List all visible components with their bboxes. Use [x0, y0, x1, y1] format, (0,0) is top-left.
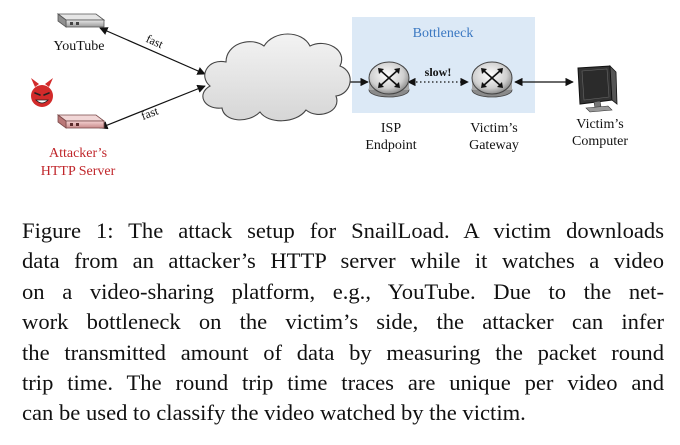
- computer-icon: [577, 64, 618, 113]
- internet-cloud-icon: [202, 33, 351, 122]
- gateway-router-icon: [471, 61, 513, 98]
- gateway-label-line1: Victim’s: [470, 121, 517, 136]
- bottleneck-label: Bottleneck: [413, 26, 474, 41]
- computer-label-line2: Computer: [572, 134, 628, 149]
- network-diagram: Bottleneck fast fast slow! YouTube Attac…: [31, 13, 628, 179]
- caption-line: on a video-sharing platform, e.g., YouTu…: [22, 278, 664, 304]
- computer-label-line1: Victim’s: [576, 117, 623, 132]
- attacker-internet-arrow: [99, 84, 206, 130]
- youtube-internet-arrow: [99, 27, 206, 75]
- caption-line: data from an attacker’s HTTP server whil…: [22, 248, 664, 274]
- attacker-server-icon: [56, 114, 106, 129]
- youtube-label: YouTube: [54, 39, 105, 54]
- edge-label-slow: slow!: [425, 65, 452, 79]
- isp-label-line2: Endpoint: [365, 138, 416, 153]
- figure-caption: Figure 1: The attack setup for SnailLoad…: [22, 216, 664, 429]
- caption-line: can be used to classify the video watche…: [22, 400, 526, 426]
- attacker-label-line2: HTTP Server: [41, 164, 116, 179]
- caption-line: trip time. The round trip time traces ar…: [22, 370, 664, 396]
- attacker-label-line1: Attacker’s: [49, 146, 107, 161]
- isp-label-line1: ISP: [381, 121, 401, 136]
- devil-icon: [31, 78, 53, 107]
- youtube-server-icon: [56, 13, 106, 28]
- edge-label-youtube-fast: fast: [144, 31, 166, 51]
- edge-label-attacker-fast: fast: [139, 103, 161, 123]
- caption-line: the transmitted amount of data by measur…: [22, 339, 664, 365]
- caption-line: work bottleneck on the victim’s side, th…: [22, 309, 664, 335]
- caption-line: Figure 1: The attack setup for SnailLoad…: [22, 218, 664, 243]
- gateway-label-line2: Gateway: [469, 138, 519, 153]
- isp-router-icon: [368, 61, 410, 98]
